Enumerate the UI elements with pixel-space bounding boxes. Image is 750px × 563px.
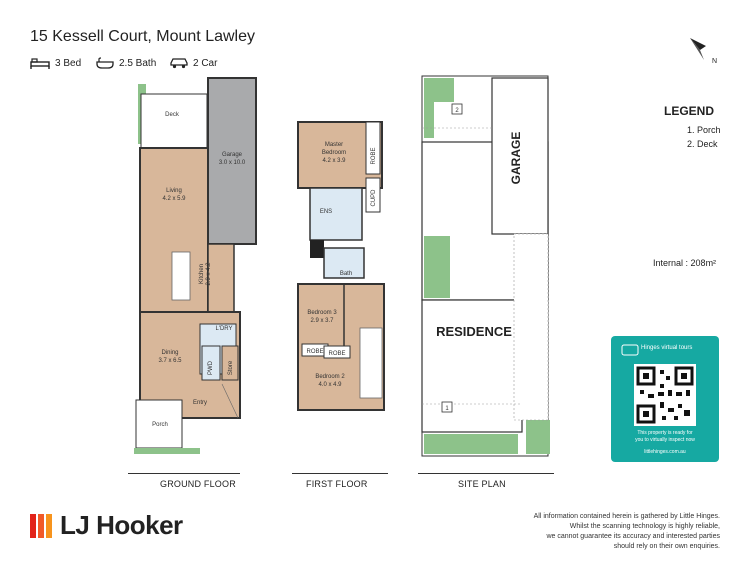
site-garage-label: GARAGE <box>509 132 523 185</box>
qr-code-icon[interactable] <box>634 364 696 426</box>
store-label: Store <box>228 360 234 375</box>
hinges-brand-tag: virtual tours <box>661 345 693 351</box>
garage-size: 3.0 x 10.0 <box>219 160 246 166</box>
site-marker-2: 2 <box>455 108 459 114</box>
pwd-label: PWD <box>208 360 214 375</box>
robe-b-label: ROBE <box>328 351 345 357</box>
entry-label: Entry <box>193 400 207 406</box>
hinges-brand: Hinges virtual tours <box>641 345 692 351</box>
ens-label: ENS <box>320 209 332 215</box>
bedroom-2-size: 4.0 x 4.9 <box>318 382 342 388</box>
disclaimer-line-2: Whilst the scanning technology is highly… <box>569 523 720 530</box>
master-size: 4.2 x 3.9 <box>322 158 346 164</box>
master-label-2: Bedroom <box>322 150 346 156</box>
internal-value: : 208m² <box>685 258 717 268</box>
lj-hooker-brand: LJ Hooker <box>60 510 183 540</box>
ground-floor-divider <box>128 473 240 474</box>
virtual-tour-card[interactable]: Hinges virtual tours This pr <box>611 336 719 462</box>
disclaimer: All information contained herein is gath… <box>480 512 720 552</box>
first-floor-plan: Master Bedroom 4.2 x 3.9 ROBE CUPD ENS B… <box>297 121 385 411</box>
bath-count: 2.5 Bath <box>119 57 157 69</box>
bed-count: 3 Bed <box>55 57 82 69</box>
site-plan-caption: SITE PLAN <box>458 479 506 489</box>
legend-item-deck: 2. Deck <box>687 139 718 149</box>
garage-label: Garage <box>222 152 243 158</box>
bedroom-3-size: 2.9 x 3.7 <box>310 318 334 324</box>
site-plan: 2 1 GARAGE RESIDENCE <box>421 75 550 457</box>
disclaimer-line-4: should rely on their own enquiries. <box>613 543 720 550</box>
bed-feature: 3 Bed <box>30 57 81 69</box>
dining-size: 3.7 x 6.5 <box>158 358 182 364</box>
bath-label: Bath <box>340 271 352 277</box>
first-floor-caption: FIRST FLOOR <box>306 479 368 489</box>
car-feature: 2 Car <box>170 57 217 69</box>
deck-label: Deck <box>165 112 180 118</box>
ground-floor-plan: Deck Garage 3.0 x 10.0 Living 4.2 x 5.9 … <box>134 77 257 454</box>
property-address: 15 Kessell Court, Mount Lawley <box>30 28 255 45</box>
living-label: Living <box>166 188 182 194</box>
internal-area: Internal : 208m² <box>653 258 716 268</box>
lj-hooker-logo-icon <box>30 514 52 538</box>
first-floor-divider <box>292 473 388 474</box>
hinges-brand-name: Hinges <box>641 345 660 351</box>
site-residence-label: RESIDENCE <box>436 324 512 339</box>
bath-feature: 2.5 Bath <box>96 57 156 69</box>
qr-text-2: you to virtually inspect now <box>635 437 695 443</box>
robe-label: ROBE <box>371 147 377 164</box>
master-label: Master <box>325 142 343 148</box>
hinges-logo-icon <box>621 344 639 356</box>
cupd-label: CUPD <box>371 189 377 207</box>
bath-icon <box>96 57 114 69</box>
bedroom-3-label: Bedroom 3 <box>307 310 337 316</box>
robe-a-label: ROBE <box>306 349 323 355</box>
internal-label: Internal <box>653 258 684 268</box>
dining-label: Dining <box>161 350 178 356</box>
kitchen-size: 2.9 x 4.2 <box>206 262 212 286</box>
site-plan-divider <box>418 473 554 474</box>
legend-item-porch: 1. Porch <box>687 125 721 135</box>
north-arrow-icon <box>690 38 706 60</box>
qr-text-1: This property is ready for <box>637 430 693 436</box>
north-label: N <box>712 58 718 65</box>
car-count: 2 Car <box>193 57 218 69</box>
disclaimer-line-3: we cannot guarantee its accuracy and int… <box>546 533 720 540</box>
ground-floor-caption: GROUND FLOOR <box>160 479 236 489</box>
bed-icon <box>30 58 50 69</box>
kitchen-label: Kitchen <box>199 264 205 284</box>
living-size: 4.2 x 5.9 <box>162 196 186 202</box>
disclaimer-line-1: All information contained herein is gath… <box>533 513 720 520</box>
porch-label: Porch <box>152 422 168 428</box>
legend-title: LEGEND <box>664 104 715 118</box>
laundry-label: L'DRY <box>215 326 232 332</box>
car-icon <box>170 58 188 69</box>
bedroom-2-label: Bedroom 2 <box>315 374 345 380</box>
site-marker-1: 1 <box>445 406 449 412</box>
qr-url[interactable]: littlehinges.com.au <box>644 449 686 455</box>
